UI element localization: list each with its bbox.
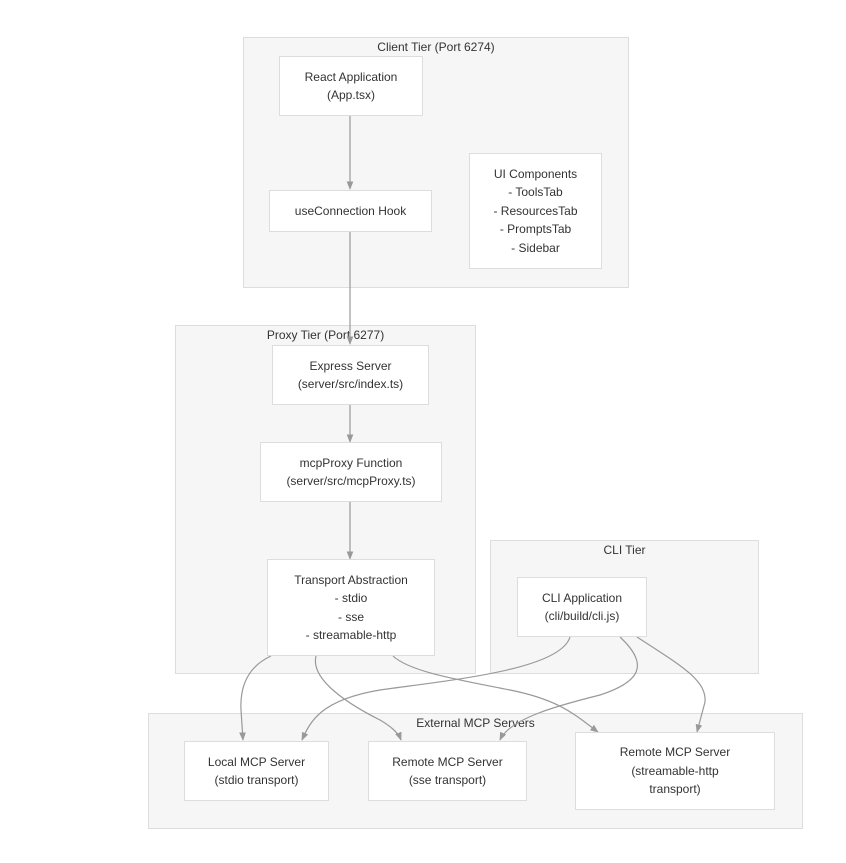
node-remote-mcp-server-streamable-http-line-3: transport) xyxy=(649,782,701,797)
node-remote-mcp-server-sse-line-1: Remote MCP Server xyxy=(392,754,503,769)
node-remote-mcp-server-sse: Remote MCP Server (sse transport) xyxy=(368,741,527,801)
node-cli-application-line-2: (cli/build/cli.js) xyxy=(544,609,620,623)
node-ui-components-line-1: UI Components xyxy=(493,166,578,181)
node-local-mcp-server-line-2: (stdio transport) xyxy=(214,773,299,787)
node-useconnection-hook-line-1: useConnection Hook xyxy=(294,203,407,218)
node-remote-mcp-server-sse-line-2: (sse transport) xyxy=(408,773,487,787)
node-useconnection-hook: useConnection Hook xyxy=(269,190,432,232)
node-transport-abstraction-line-3: - sse xyxy=(337,609,364,624)
node-ui-components-line-3: - ResourcesTab xyxy=(493,203,578,218)
cluster-cli-tier-title: CLI Tier xyxy=(603,543,646,557)
node-remote-mcp-server-streamable-http-line-2: (streamable-http xyxy=(631,763,719,778)
node-local-mcp-server-line-1: Local MCP Server xyxy=(207,754,306,769)
cluster-proxy-tier-title: Proxy Tier (Port 6277) xyxy=(266,328,385,342)
node-local-mcp-server: Local MCP Server (stdio transport) xyxy=(184,741,329,801)
node-ui-components-line-4: - PromptsTab xyxy=(499,222,572,237)
node-mcpproxy-function-line-1: mcpProxy Function xyxy=(299,455,403,470)
node-react-application-line-1: React Application xyxy=(304,69,398,84)
node-remote-mcp-server-streamable-http-line-1: Remote MCP Server xyxy=(619,745,731,760)
node-react-application-line-2: (App.tsx) xyxy=(326,88,375,102)
cluster-external-mcp-servers-title: External MCP Servers xyxy=(416,716,535,730)
node-express-server-line-2: (server/src/index.ts) xyxy=(297,377,404,391)
node-express-server: Express Server (server/src/index.ts) xyxy=(272,345,429,405)
node-cli-application: CLI Application (cli/build/cli.js) xyxy=(517,577,647,637)
node-ui-components: UI Components - ToolsTab - ResourcesTab … xyxy=(469,153,602,269)
node-mcpproxy-function: mcpProxy Function (server/src/mcpProxy.t… xyxy=(260,442,442,502)
node-transport-abstraction-line-2: - stdio xyxy=(334,591,368,605)
node-transport-abstraction-line-4: - streamable-http xyxy=(305,628,397,642)
node-cli-application-line-1: CLI Application xyxy=(541,590,623,605)
node-ui-components-line-2: - ToolsTab xyxy=(508,185,563,200)
node-mcpproxy-function-line-2: (server/src/mcpProxy.ts) xyxy=(286,474,416,488)
node-transport-abstraction: Transport Abstraction - stdio - sse - st… xyxy=(267,559,435,656)
node-express-server-line-1: Express Server xyxy=(309,358,392,373)
node-ui-components-line-5: - Sidebar xyxy=(511,240,560,255)
node-remote-mcp-server-streamable-http: Remote MCP Server (streamable-http trans… xyxy=(575,732,775,810)
node-transport-abstraction-line-1: Transport Abstraction xyxy=(294,572,408,587)
cluster-client-tier-title: Client Tier (Port 6274) xyxy=(377,40,495,54)
node-react-application: React Application (App.tsx) xyxy=(279,56,423,116)
